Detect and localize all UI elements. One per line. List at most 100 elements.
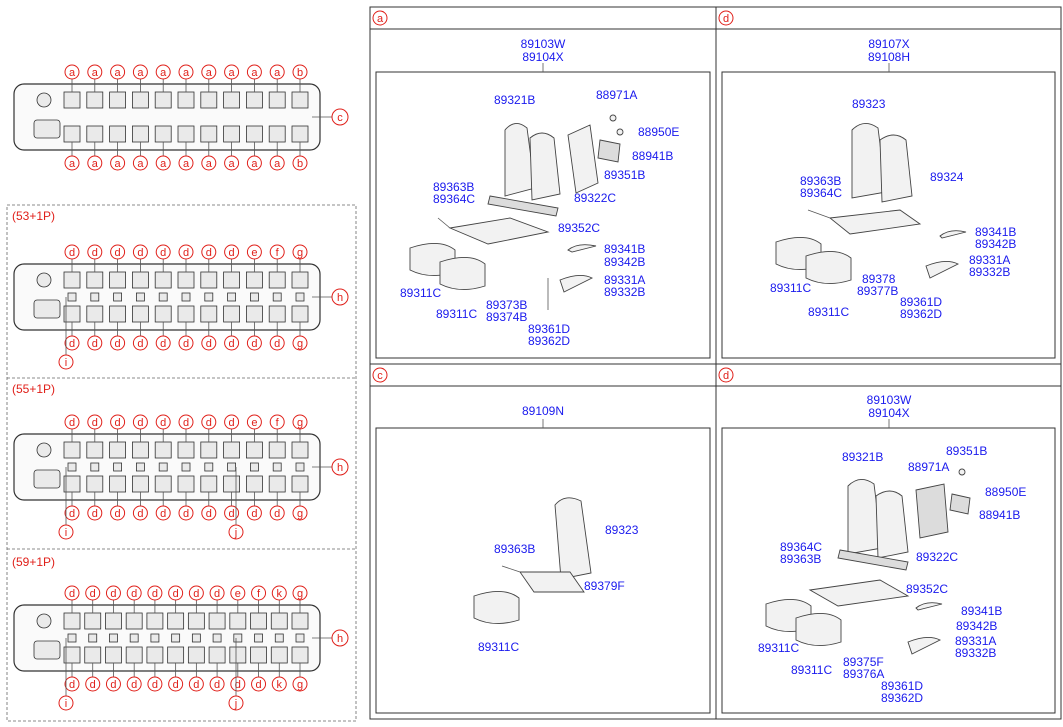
aisle-seat-icon [181, 292, 191, 302]
svg-text:d: d [723, 13, 729, 25]
part-number-label: 89341B [604, 242, 645, 256]
seat-callout [87, 335, 103, 351]
seat-icon [245, 441, 263, 459]
part-number-label: 89311C [770, 281, 811, 295]
seat-callout [271, 676, 287, 692]
seat-callout [188, 585, 204, 601]
aisle-seat-icon [254, 633, 263, 643]
seat-callout-label: a [160, 67, 167, 79]
seat-icon [245, 91, 263, 109]
part-number-label: 89324 [930, 170, 964, 184]
seat-icon [270, 612, 288, 630]
seat-callout-label: d [115, 338, 121, 350]
seat-callout-label: a [137, 67, 144, 79]
part-number-label: 89341B [975, 225, 1016, 239]
seat-callout-label: d [69, 338, 75, 350]
seat-callout [251, 585, 267, 601]
seat-callout-label: d [131, 588, 137, 600]
seat-icon [109, 475, 126, 493]
part-number-label: 89332B [955, 646, 996, 660]
seat-callout [292, 335, 308, 351]
seat-callout-label: d [110, 679, 116, 691]
seat-icon [250, 612, 267, 630]
seat-callout-label: d [69, 588, 75, 600]
seat-icon [109, 91, 126, 109]
seat-callout [201, 335, 217, 351]
seat-callout [132, 244, 148, 260]
part-number-label: 89361D [900, 295, 942, 309]
panel-c-drawing [473, 497, 592, 624]
seat-icon [86, 475, 104, 493]
seat-callout-label: g [297, 247, 303, 259]
aisle-seat-icon [90, 292, 100, 302]
seat-callout [155, 414, 171, 430]
seat-callout [246, 64, 262, 80]
seat-icon [63, 125, 81, 143]
seat-callout [292, 676, 308, 692]
seat-callout-label: e [235, 588, 241, 600]
seat-callout-label: a [69, 67, 76, 79]
seat-callout [64, 155, 80, 171]
seat-icon [229, 646, 247, 664]
seat-callout [246, 244, 262, 260]
seat-icon [223, 91, 241, 109]
seat-icon [84, 612, 102, 630]
seat-callout [87, 414, 103, 430]
seat-icon [291, 305, 309, 323]
seat-icon [223, 305, 241, 323]
seat-callout [155, 64, 171, 80]
seat-icon [105, 612, 122, 630]
panel-tag-a: a [372, 10, 388, 26]
seat-icon [208, 646, 226, 664]
seat-callout-label: a [69, 158, 76, 170]
seat-callout-label: a [92, 158, 99, 170]
seat-callout-label: a [229, 67, 236, 79]
seat-callout [178, 335, 194, 351]
seat-callout-label: d [173, 588, 179, 600]
part-number-label: 89342B [604, 255, 645, 269]
aisle-seat-icon [67, 462, 77, 472]
seat-callout [209, 585, 225, 601]
seat-callout [168, 585, 184, 601]
seat-callout [292, 64, 308, 80]
seat-icon [268, 125, 286, 143]
seat-callout-label: d [229, 508, 235, 520]
part-number-label: 89321B [494, 93, 535, 107]
panel-grid [369, 6, 1062, 720]
part-number-label: 88950E [638, 125, 679, 139]
seat-icon [200, 91, 218, 109]
seat-callout [155, 155, 171, 171]
aisle-seat-icon [67, 633, 77, 643]
seat-callout [155, 505, 171, 521]
seat-icon [187, 646, 205, 664]
aisle-seat-icon [295, 633, 305, 643]
part-number-label: 89364C [780, 540, 822, 554]
seat-callout-label: k [277, 588, 283, 600]
part-number-label: 88941B [979, 508, 1020, 522]
seat-callout [224, 64, 240, 80]
seat-icon [154, 305, 172, 323]
door-step [33, 119, 61, 139]
part-number-label: 89363B [780, 552, 821, 566]
seat-callout [271, 585, 287, 601]
extra-callout [228, 524, 244, 540]
seat-callout [126, 585, 142, 601]
seat-callout-label: g [297, 508, 303, 520]
panel-d1-title-1: 89107X [868, 37, 909, 51]
seat-callout-label: k [277, 679, 283, 691]
seat-icon [200, 475, 218, 493]
seat-icon [109, 271, 126, 289]
part-number-label: 89311C [808, 305, 849, 319]
seat-icon [200, 125, 218, 143]
seat-callout [110, 244, 126, 260]
extra-callout-label: i [65, 527, 67, 539]
part-number-label: 89362D [900, 307, 942, 321]
part-number-label: 89352C [906, 582, 948, 596]
steering-wheel-icon [36, 92, 52, 108]
part-number-label: 89311C [791, 663, 832, 677]
seat-callout [224, 505, 240, 521]
aisle-seat-icon [67, 292, 77, 302]
part-number-label: 89322C [574, 191, 616, 205]
seat-icon [177, 91, 195, 109]
